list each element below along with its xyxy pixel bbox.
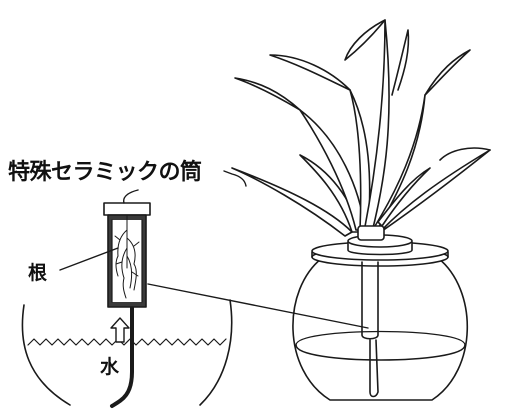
wick-cord [110, 304, 134, 408]
water-arrow [110, 317, 130, 343]
bowl-tube [361, 261, 379, 398]
callout-line [147, 283, 369, 329]
ceramic-tube [103, 189, 151, 308]
tube-label-leader [223, 170, 247, 187]
tube-label: 特殊セラミックの筒 [8, 160, 202, 185]
root-label-leader [59, 247, 119, 271]
plant-leaves [231, 19, 491, 239]
glass-bowl [292, 257, 469, 401]
roots [114, 214, 140, 299]
section-container [21, 299, 233, 406]
root-label: 根 [28, 262, 48, 284]
water-label: 水 [100, 356, 120, 378]
bowl-lid [311, 225, 449, 267]
